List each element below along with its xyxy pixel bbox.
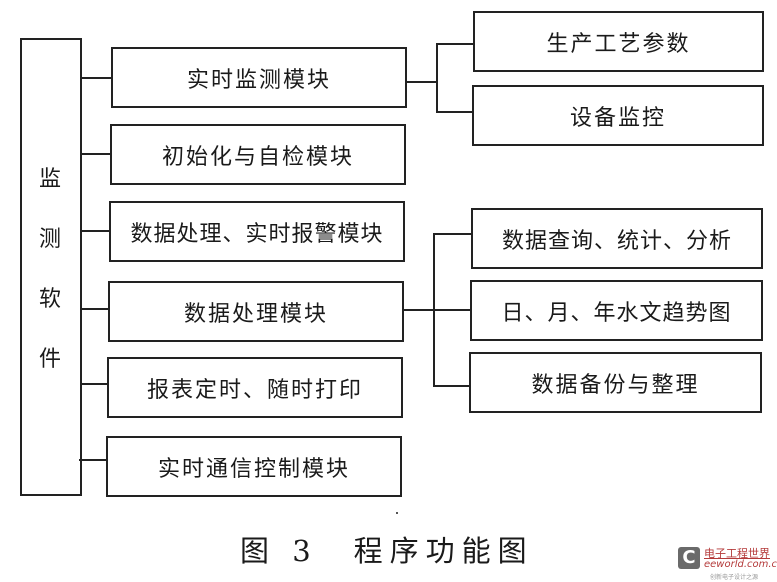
root-label-char: 监 bbox=[38, 167, 63, 192]
watermark-logo: C 电子工程世界 eeworld.com.cn 创新电子设计之源 bbox=[676, 545, 777, 581]
connector-module-4-branch bbox=[404, 309, 472, 311]
module-init-selftest: 初始化与自检模块 bbox=[110, 124, 406, 185]
module-realtime-comm: 实时通信控制模块 bbox=[106, 436, 402, 497]
branch-1-vertical bbox=[436, 43, 438, 113]
module-label: 报表定时、随时打印 bbox=[146, 377, 363, 403]
connector-root-module-2 bbox=[82, 153, 111, 155]
connector-root-module-4 bbox=[81, 308, 110, 310]
child-process-parameters: 生产工艺参数 bbox=[473, 11, 764, 72]
connector-branch-1-child-2 bbox=[436, 111, 474, 113]
child-equipment-monitor: 设备监控 bbox=[472, 85, 764, 146]
watermark-tagline: 创新电子设计之源 bbox=[710, 574, 759, 581]
child-label: 设备监控 bbox=[569, 105, 666, 131]
connector-root-module-5 bbox=[80, 383, 109, 385]
child-label: 数据查询、统计、分析 bbox=[501, 228, 732, 254]
branch-2-vertical bbox=[433, 233, 435, 387]
module-label: 初始化与自检模块 bbox=[161, 144, 354, 170]
module-report-print: 报表定时、随时打印 bbox=[107, 357, 403, 418]
module-data-alarm: 数据处理、实时报警模块 bbox=[109, 201, 405, 262]
child-label: 数据备份与整理 bbox=[531, 372, 700, 398]
connector-module-1-branch bbox=[407, 81, 437, 83]
module-label: 实时通信控制模块 bbox=[157, 456, 350, 482]
module-data-processing: 数据处理模块 bbox=[108, 281, 404, 342]
root-label-char: 软 bbox=[38, 287, 63, 312]
eeworld-logo-icon: C bbox=[678, 547, 700, 569]
connector-branch-2-child-1 bbox=[433, 233, 472, 235]
module-label: 数据处理模块 bbox=[183, 301, 328, 327]
connector-root-module-1 bbox=[82, 77, 112, 79]
root-label-char: 测 bbox=[38, 227, 63, 252]
child-data-backup: 数据备份与整理 bbox=[469, 352, 762, 413]
child-label: 生产工艺参数 bbox=[546, 31, 691, 57]
connector-root-module-3 bbox=[81, 230, 110, 232]
module-label: 实时监测模块 bbox=[186, 67, 331, 93]
watermark-title: 电子工程世界 bbox=[704, 547, 770, 560]
module-realtime-monitor: 实时监测模块 bbox=[111, 47, 407, 108]
root-label-char: 件 bbox=[38, 347, 63, 372]
child-hydrology-trend-chart: 日、月、年水文趋势图 bbox=[470, 280, 763, 341]
scan-speck bbox=[396, 512, 398, 514]
child-data-query-stats: 数据查询、统计、分析 bbox=[471, 208, 763, 269]
root-node-monitoring-software: 监 测 软 件 bbox=[20, 38, 82, 496]
module-label: 数据处理、实时报警模块 bbox=[130, 221, 384, 247]
watermark-site: eeworld.com.cn bbox=[704, 559, 777, 570]
connector-branch-2-child-3 bbox=[433, 385, 472, 387]
connector-root-module-6 bbox=[79, 459, 108, 461]
connector-branch-1-child-1 bbox=[436, 43, 474, 45]
figure-caption: 图 3 程序功能图 bbox=[240, 534, 534, 568]
child-label: 日、月、年水文趋势图 bbox=[501, 300, 732, 326]
